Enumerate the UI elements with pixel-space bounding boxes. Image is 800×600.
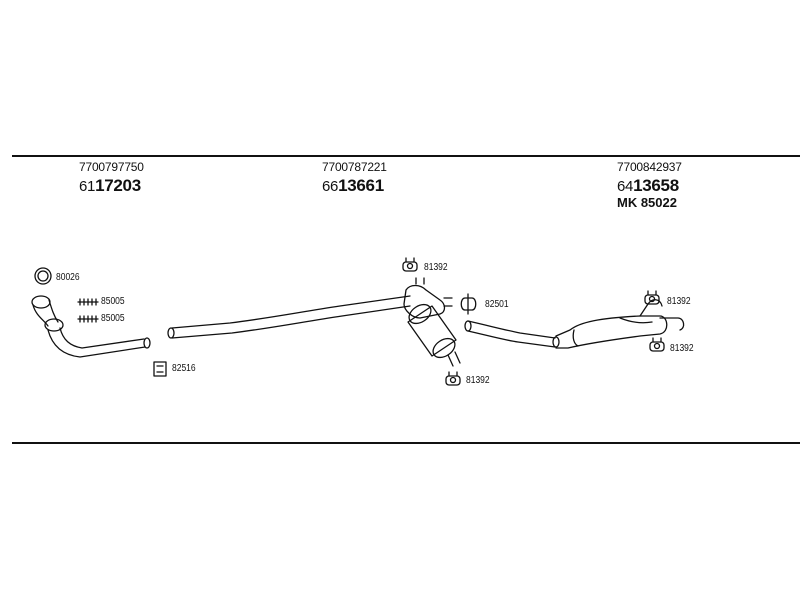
rear-hanger-bottom-icon	[649, 337, 665, 352]
intermediate-pipe-icon	[167, 295, 411, 339]
rear-pipe-icon	[464, 320, 560, 348]
tag-mid-clamp: 82501	[485, 299, 509, 310]
mid-hanger-top-icon	[402, 257, 418, 272]
group-3-article-number: 13658	[633, 176, 679, 195]
group-3-article-prefix: 64	[617, 178, 634, 195]
bottom-rule	[12, 442, 800, 444]
group-2-article-number: 13661	[338, 176, 384, 195]
clamp-b-icon	[77, 315, 99, 323]
group-3-kit: MK 85022	[617, 195, 677, 210]
middle-silencer-icon	[403, 277, 461, 367]
tag-rear-hanger-top: 81392	[667, 296, 691, 307]
ring-gasket-icon	[34, 267, 52, 285]
clamp-a-icon	[77, 298, 99, 306]
group-2-ref: 7700787221	[322, 160, 387, 174]
mid-clamp-icon	[460, 293, 477, 315]
tag-ring: 80026	[56, 272, 80, 283]
top-rule	[12, 155, 800, 157]
group-1-article-prefix: 61	[79, 178, 96, 195]
tag-clamp-b: 85005	[101, 313, 125, 324]
tag-clamp-a: 85005	[101, 296, 125, 307]
ring-gasket-inner-icon	[37, 270, 49, 282]
group-1-article: 6117203	[79, 176, 141, 196]
front-downpipe-icon	[31, 295, 151, 358]
group-3-ref: 7700842937	[617, 160, 682, 174]
group-1-article-number: 17203	[95, 176, 141, 195]
group-2-article: 6613661	[322, 176, 384, 196]
tag-rear-hanger-bottom: 81392	[670, 343, 694, 354]
front-bracket-icon	[153, 361, 167, 377]
group-3-article: 6413658	[617, 176, 679, 196]
rear-silencer-icon	[555, 299, 685, 349]
group-2-article-prefix: 66	[322, 178, 339, 195]
mid-hanger-bottom-icon	[445, 371, 461, 386]
group-1-ref: 7700797750	[79, 160, 144, 174]
tag-front-bracket: 82516	[172, 363, 196, 374]
tag-mid-hanger-top: 81392	[424, 262, 448, 273]
rear-hanger-top-icon	[644, 290, 660, 305]
tag-mid-hanger-bottom: 81392	[466, 375, 490, 386]
